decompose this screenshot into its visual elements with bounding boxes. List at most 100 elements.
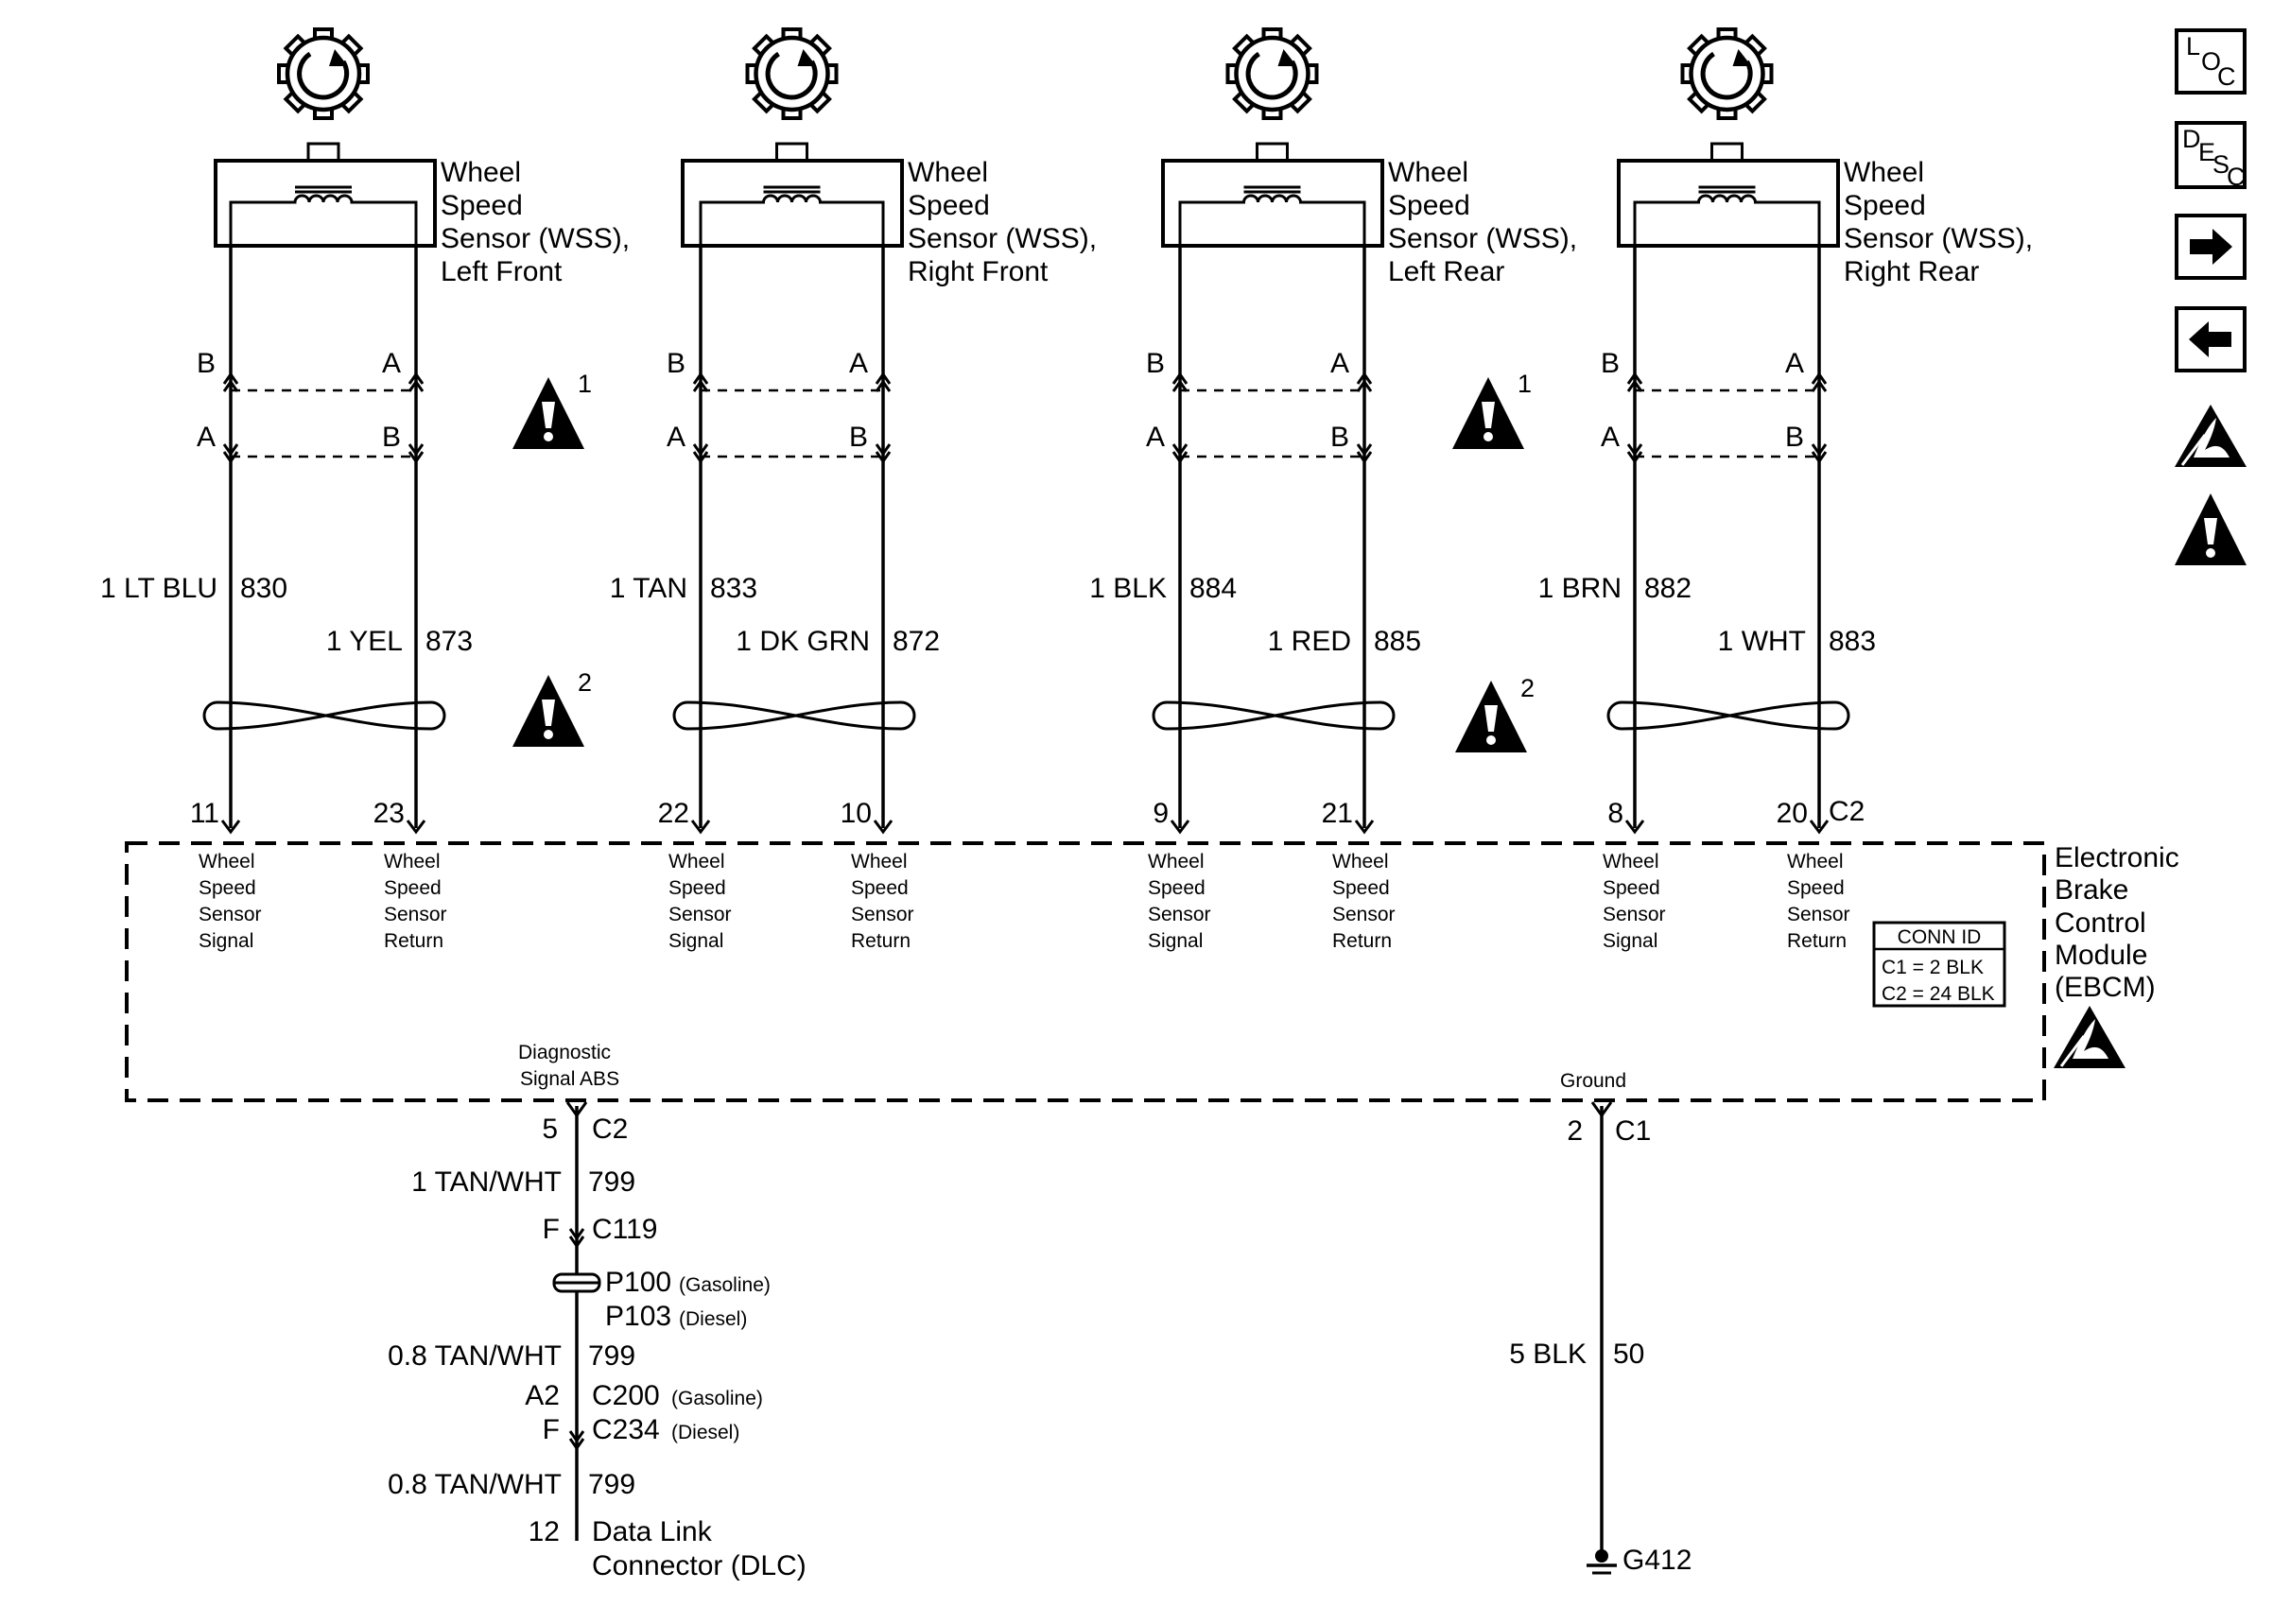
sensor-title-line: Left Rear [1388,256,1504,287]
warning-2-right [1455,681,1527,752]
module-input-label: Wheel [1603,851,1659,872]
wire-circuit-label: 830 [240,573,287,604]
diag-wire2-color: 0.8 TAN/WHT [388,1340,562,1372]
pin-arrow [873,820,894,835]
c234-pin: F [543,1414,560,1445]
module-input-label: Sensor [668,904,732,925]
twisted-pair-icon [202,700,446,731]
previous-arrow-icon[interactable] [2175,306,2247,372]
c119-label: C119 [592,1214,658,1245]
description-icon[interactable]: D E S C [2175,121,2247,191]
sensor-title-line: Wheel [1388,157,1468,188]
ground-wire-circuit: 50 [1613,1339,1644,1370]
splice-p103-note: (Diesel) [679,1308,747,1330]
diag-wire1-color: 1 TAN/WHT [411,1166,562,1198]
wire-circuit-label: 882 [1644,573,1692,604]
svg-text:C: C [2227,163,2246,191]
module-input-label: Speed [1148,877,1206,899]
svg-text:E: E [2198,138,2215,166]
diag-conn: C2 [592,1114,628,1145]
module-input-label: Speed [668,877,726,899]
module-input-label: Speed [851,877,909,899]
sensor-title-line: Wheel [441,157,521,188]
wire-color-label: 1 YEL [326,626,403,657]
svg-text:D: D [2182,125,2201,153]
sensor-mount [1256,142,1289,163]
warning-2-left [512,675,584,747]
connector-cavity: B [1146,348,1165,379]
diag-wire2-circuit: 799 [588,1340,635,1372]
conn-id-title: CONN ID [1898,926,1982,948]
module-pin-number: 9 [1153,798,1169,829]
sensor-coil-icon [699,194,885,246]
ground-point-label: G412 [1622,1545,1692,1576]
c234-label: C234 [592,1414,660,1445]
connector-cavity: B [1785,422,1804,453]
connector-cavity: A [1330,348,1349,379]
wire-circuit-label: 873 [425,626,473,657]
ground-symbol-icon [1587,1549,1617,1575]
module-input-label: Return [851,930,911,952]
module-input-label: Signal [1603,930,1657,952]
module-input-label: Speed [1603,877,1660,899]
wire-color-label: 1 BLK [1089,573,1167,604]
module-input-label: Return [1332,930,1392,952]
sensor-title-line: Speed [1844,190,1926,221]
module-input-label: Wheel [668,851,725,872]
c200-note: (Gasoline) [671,1388,763,1409]
sensor-title-line: Sensor (WSS), [441,223,630,254]
diag-wire1-circuit: 799 [588,1166,635,1198]
ebcm-module-box [125,841,2046,1102]
connector-cavity: B [667,348,685,379]
svg-text:Brake: Brake [2055,874,2128,906]
module-input-label: Wheel [1332,851,1389,872]
module-input-label: Wheel [199,851,255,872]
pin-arrow [406,820,426,835]
svg-text:(EBCM): (EBCM) [2055,972,2156,1003]
sensor-coil-icon [1178,194,1366,246]
dlc-pin: 12 [529,1516,560,1547]
pin-arrow [1354,820,1375,835]
svg-text:L: L [2186,32,2200,60]
sensor-title-line: Sensor (WSS), [1388,223,1577,254]
connector-cavity: A [667,422,685,453]
ground-label: Ground [1560,1070,1626,1092]
module-input-label: Speed [1332,877,1390,899]
diag-wire3-color: 0.8 TAN/WHT [388,1469,562,1500]
connector-cavity: B [197,348,216,379]
c200-pin: A2 [525,1380,560,1411]
connector-cavity: A [197,422,216,453]
location-icon[interactable]: L O C [2175,28,2247,95]
svg-text:C: C [2217,62,2236,91]
c234-note: (Diesel) [671,1422,739,1443]
sensor-title-line: Speed [441,190,523,221]
wire-color-label: 1 RED [1268,626,1351,657]
connector-cavity: A [382,348,401,379]
wire-circuit-label: 883 [1829,626,1876,657]
module-pin-number: 22 [658,798,689,829]
esd-warning-icon[interactable] [2173,403,2248,469]
module-input-label: Sensor [199,904,262,925]
sensor-title-line: Speed [908,190,990,221]
module-pin-number: 10 [841,798,872,829]
warning-1-right [1452,377,1524,449]
connector-cavity: A [849,348,868,379]
sensor-mount [306,142,340,163]
wheel-tone-ring-icon [729,11,855,137]
diag-pin: 5 [542,1114,558,1145]
sensor-title-line: Wheel [1844,157,1924,188]
caution-icon[interactable] [2175,493,2247,565]
ground-circuit: 2 C1 5 BLK 50 G412 [1509,1101,1692,1576]
sensor-mount [1710,142,1744,163]
pin-arrow [1809,820,1830,835]
splice-pack-icon [552,1272,601,1293]
next-arrow-icon[interactable] [2175,214,2247,280]
wire-color-label: 1 TAN [610,573,687,604]
module-input-label: Signal [199,930,253,952]
module-input-label: Speed [384,877,442,899]
module-input-label: Signal [668,930,723,952]
